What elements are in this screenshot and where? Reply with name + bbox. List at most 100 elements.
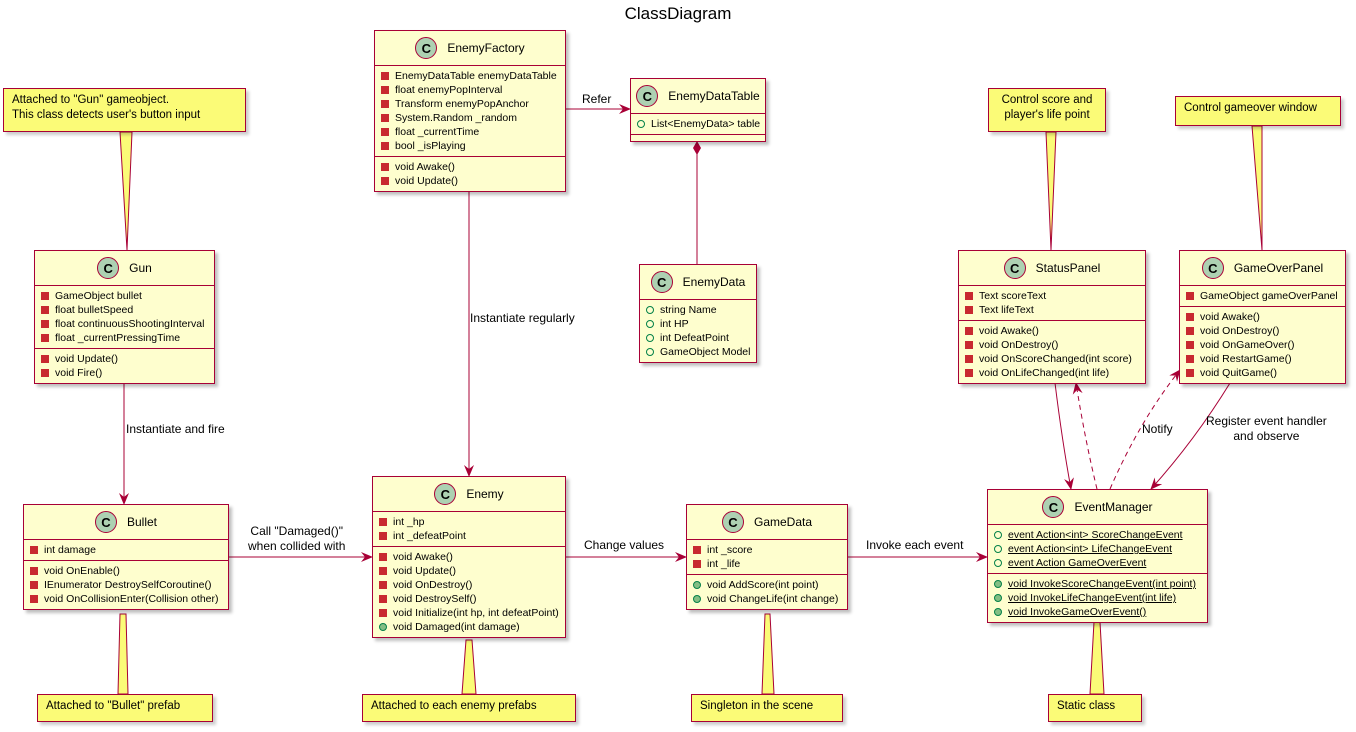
class-field: GameObject bullet bbox=[35, 289, 214, 303]
member-text: int _hp bbox=[393, 516, 425, 528]
note-tail-gameover bbox=[1251, 125, 1263, 251]
public-visibility-icon bbox=[994, 580, 1002, 588]
class-fields: event Action<int> ScoreChangeEvent event … bbox=[988, 525, 1207, 573]
class-field: List<EnemyData> table bbox=[631, 117, 765, 131]
member-text: Text scoreText bbox=[979, 290, 1047, 302]
private-visibility-icon bbox=[381, 177, 389, 185]
private-visibility-icon bbox=[693, 546, 701, 554]
member-text: void QuitGame() bbox=[1200, 367, 1278, 379]
member-text: event Action GameOverEvent bbox=[1008, 557, 1147, 569]
class-stereotype-icon: C bbox=[94, 511, 117, 533]
class-method: void QuitGame() bbox=[1180, 366, 1345, 380]
member-text: float continuousShootingInterval bbox=[55, 318, 205, 330]
member-text: void OnLifeChanged(int life) bbox=[979, 367, 1110, 379]
private-visibility-icon bbox=[41, 292, 49, 300]
class-name: GameData bbox=[753, 515, 813, 529]
note-gameover: Control gameover window bbox=[1175, 96, 1341, 126]
class-method: void Initialize(int hp, int defeatPoint) bbox=[373, 606, 565, 620]
private-visibility-icon bbox=[381, 114, 389, 122]
class-method: void Fire() bbox=[35, 366, 214, 380]
public-visibility-icon bbox=[994, 545, 1002, 553]
class-method: void AddScore(int point) bbox=[687, 578, 847, 592]
member-text: int DefeatPoint bbox=[660, 332, 729, 344]
label-change-values: Change values bbox=[584, 538, 665, 552]
private-visibility-icon bbox=[30, 567, 38, 575]
member-text: IEnumerator DestroySelfCoroutine() bbox=[44, 579, 212, 591]
member-text: void OnDestroy() bbox=[393, 579, 473, 591]
public-visibility-icon bbox=[994, 594, 1002, 602]
member-text: System.Random _random bbox=[395, 112, 517, 124]
class-method: void Awake() bbox=[375, 160, 565, 174]
class-method: void Awake() bbox=[1180, 310, 1345, 324]
note-bullet: Attached to "Bullet" prefab bbox=[37, 694, 213, 722]
member-text: Text lifeText bbox=[979, 304, 1034, 316]
member-text: int _score bbox=[707, 544, 753, 556]
class-stereotype-icon: C bbox=[1042, 496, 1065, 518]
private-visibility-icon bbox=[381, 142, 389, 150]
class-field: event Action<int> LifeChangeEvent bbox=[988, 542, 1207, 556]
class-field: EnemyDataTable enemyDataTable bbox=[375, 69, 565, 83]
class-field: int damage bbox=[24, 543, 228, 557]
member-text: void AddScore(int point) bbox=[707, 579, 819, 591]
class-field: float _currentTime bbox=[375, 125, 565, 139]
class-method: void DestroySelf() bbox=[373, 592, 565, 606]
edge-status-register bbox=[1054, 382, 1074, 490]
class-stereotype-icon: C bbox=[721, 511, 744, 533]
member-text: void Initialize(int hp, int defeatPoint) bbox=[393, 607, 559, 619]
private-visibility-icon bbox=[693, 560, 701, 568]
class-method: void OnEnable() bbox=[24, 564, 228, 578]
member-text: GameObject gameOverPanel bbox=[1200, 290, 1338, 302]
private-visibility-icon bbox=[1186, 327, 1194, 335]
class-method: void InvokeGameOverEvent() bbox=[988, 605, 1207, 619]
note-gamedata: Singleton in the scene bbox=[691, 694, 843, 722]
label-register: Register event handler and observe bbox=[1206, 414, 1327, 443]
member-text: event Action<int> ScoreChangeEvent bbox=[1008, 529, 1183, 541]
member-text: void OnDestroy() bbox=[1200, 325, 1280, 337]
class-method: void OnLifeChanged(int life) bbox=[959, 366, 1145, 380]
class-stereotype-icon: C bbox=[434, 483, 457, 505]
private-visibility-icon bbox=[41, 369, 49, 377]
public-visibility-icon bbox=[637, 120, 645, 128]
class-methods bbox=[631, 134, 765, 141]
class-field: int HP bbox=[640, 317, 756, 331]
label-damaged: Call "Damaged()" when collided with bbox=[248, 524, 346, 553]
class-fields: List<EnemyData> table bbox=[631, 114, 765, 134]
note-tail-bullet bbox=[117, 613, 129, 695]
class-name: Enemy bbox=[466, 487, 504, 501]
member-text: event Action<int> LifeChangeEvent bbox=[1008, 543, 1173, 555]
class-field: GameObject Model bbox=[640, 345, 756, 359]
public-visibility-icon bbox=[994, 559, 1002, 567]
class-name: GameOverPanel bbox=[1233, 261, 1324, 275]
class-stereotype-icon: C bbox=[415, 37, 438, 59]
member-text: void InvokeGameOverEvent() bbox=[1008, 606, 1147, 618]
note-tail-gamedata bbox=[761, 613, 775, 695]
class-method: void OnGameOver() bbox=[1180, 338, 1345, 352]
private-visibility-icon bbox=[379, 567, 387, 575]
class-field: int _hp bbox=[373, 515, 565, 529]
note-enemy: Attached to each enemy prefabs bbox=[362, 694, 576, 722]
note-tail-eventmanager bbox=[1089, 621, 1105, 695]
member-text: void OnDestroy() bbox=[979, 339, 1059, 351]
member-text: GameObject bullet bbox=[55, 290, 142, 302]
member-text: void Damaged(int damage) bbox=[393, 621, 520, 633]
label-instantiate-regularly: Instantiate regularly bbox=[470, 311, 575, 325]
member-text: int _life bbox=[707, 558, 741, 570]
class-field: Transform enemyPopAnchor bbox=[375, 97, 565, 111]
class-methods: void Awake()void OnDestroy()void OnScore… bbox=[959, 320, 1145, 383]
private-visibility-icon bbox=[1186, 355, 1194, 363]
class-field: Text scoreText bbox=[959, 289, 1145, 303]
private-visibility-icon bbox=[965, 327, 973, 335]
class-field: float enemyPopInterval bbox=[375, 83, 565, 97]
private-visibility-icon bbox=[381, 163, 389, 171]
private-visibility-icon bbox=[41, 355, 49, 363]
